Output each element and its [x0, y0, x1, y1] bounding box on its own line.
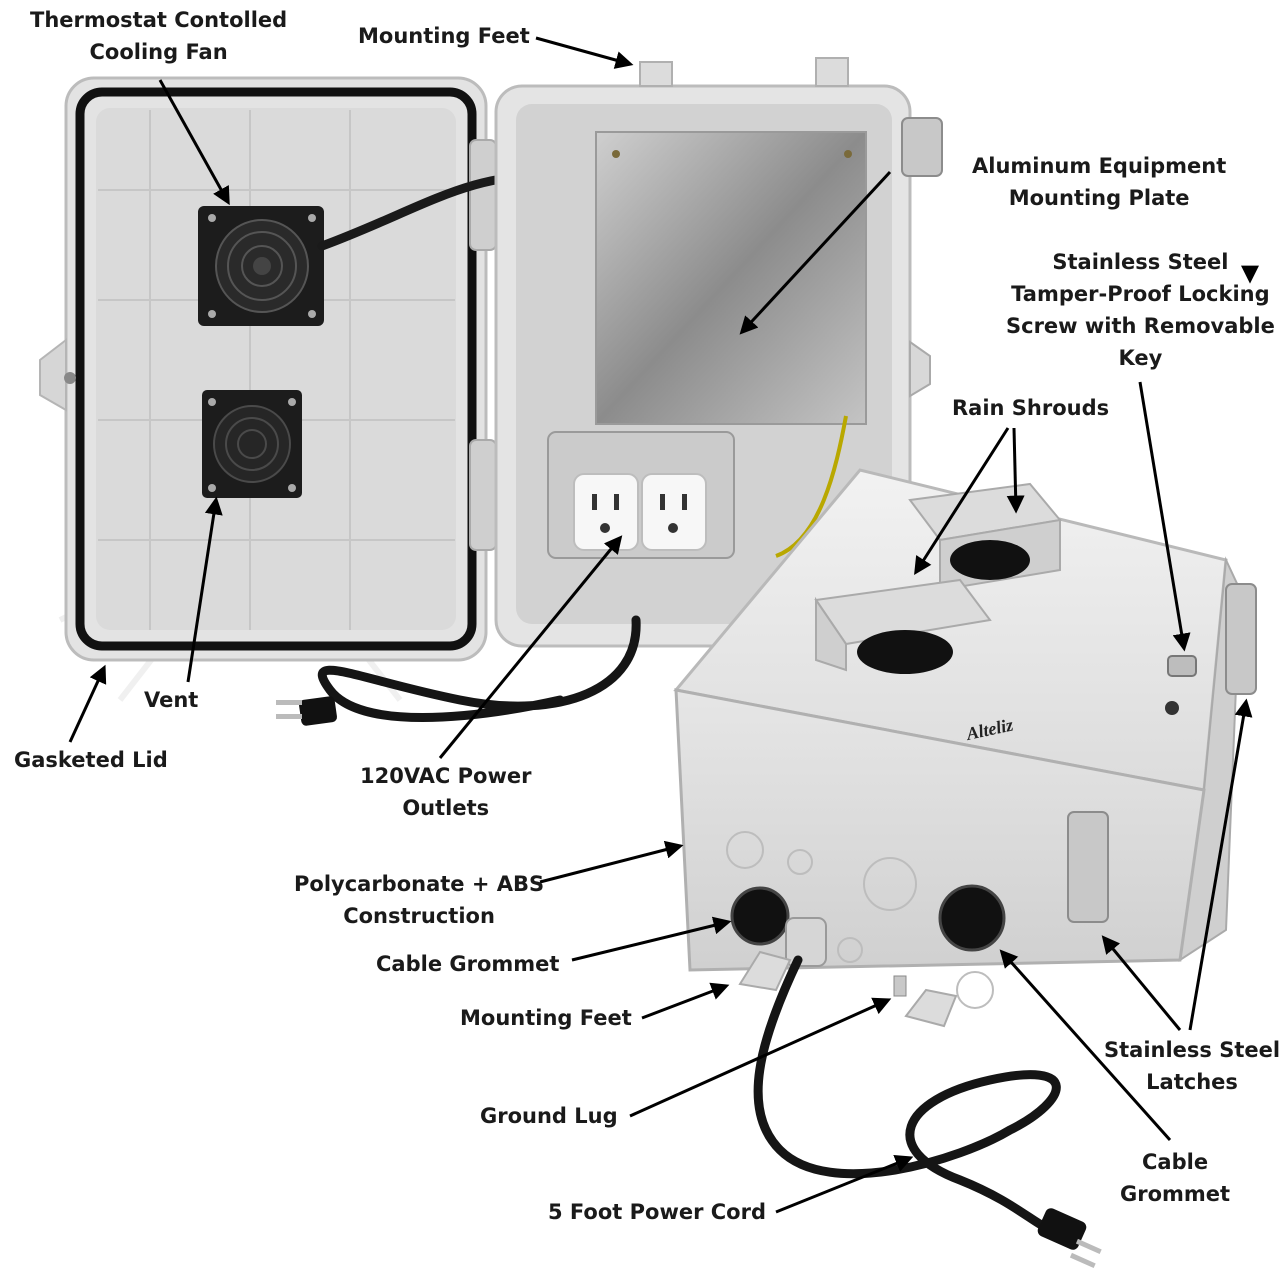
- label-gasketed-lid: Gasketed Lid: [14, 748, 168, 772]
- label-mounting-feet-top: Mounting Feet: [358, 24, 530, 48]
- label-mounting-feet-bottom: Mounting Feet: [460, 1006, 632, 1030]
- power-cord-left: [317, 615, 641, 722]
- callout-arrows: [68, 36, 1259, 1214]
- label-cable-grommet-left: Cable Grommet: [376, 952, 560, 976]
- power-cord-right: [753, 955, 1061, 1235]
- plug-right: [1037, 1208, 1102, 1269]
- label-vent: Vent: [144, 688, 199, 712]
- vent: [202, 390, 302, 498]
- gasketed-lid: [39, 76, 488, 662]
- hinges: [469, 139, 497, 551]
- enclosure-body-open: [494, 57, 943, 648]
- plug-left: [276, 696, 337, 726]
- label-ground-lug: Ground Lug: [480, 1104, 618, 1128]
- label-rain-shrouds: Rain Shrouds: [952, 396, 1110, 420]
- label-power-cord: 5 Foot Power Cord: [548, 1200, 766, 1224]
- enclosure-closed: [673, 468, 1257, 1028]
- cooling-fan: [198, 206, 324, 326]
